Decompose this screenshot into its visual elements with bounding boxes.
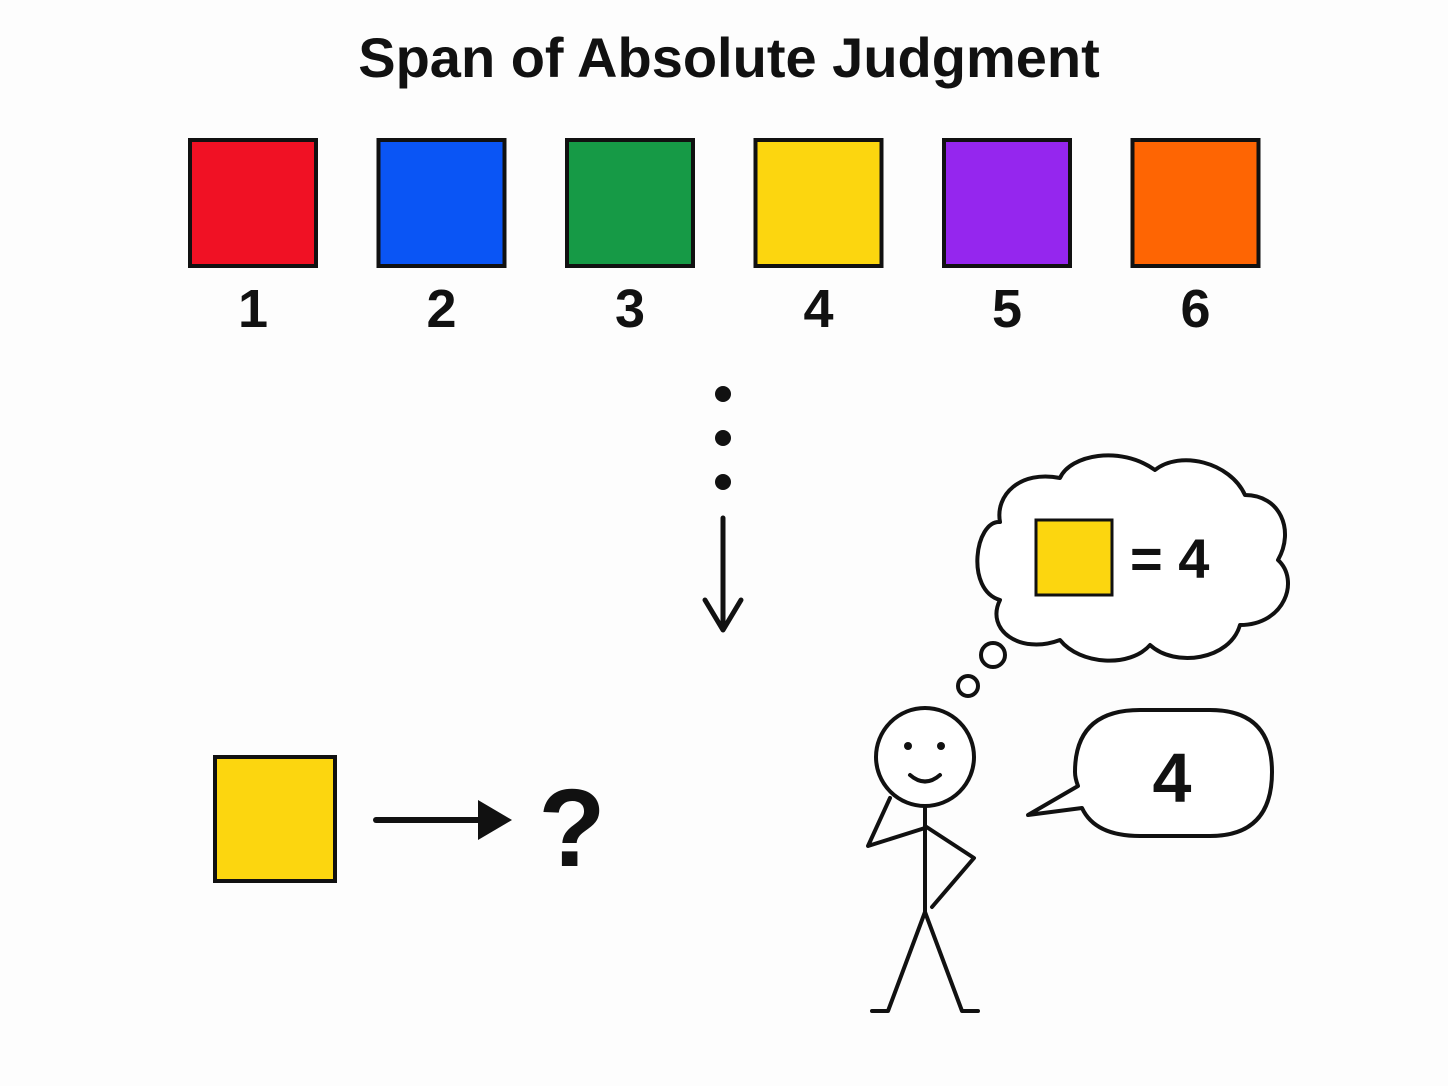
dotted-connector: [715, 386, 731, 490]
palette-swatch-1: [188, 138, 318, 268]
palette-label-4: 4: [803, 279, 833, 339]
figure-leg-right: [923, 910, 980, 1013]
figure-eye: [937, 742, 945, 750]
figure-leg-left: [870, 910, 927, 1013]
palette-label-5: 5: [992, 279, 1022, 339]
color-palette: 1 2 3 4 5 6: [188, 138, 1261, 339]
figure-head: [874, 706, 976, 808]
palette-label-1: 1: [238, 279, 268, 339]
connector-dot: [715, 474, 731, 490]
thought-cloud: = 4: [956, 453, 1290, 698]
palette-label-3: 3: [615, 279, 645, 339]
figure-arm-raised: [866, 796, 927, 848]
figure-arm-hip: [923, 824, 976, 909]
thought-bubble-dot: [979, 641, 1007, 669]
thought-bubble-dot: [956, 674, 980, 698]
palette-swatch-6: [1130, 138, 1261, 268]
thought-text: = 4: [1130, 527, 1209, 590]
diagram-title: Span of Absolute Judgment: [358, 26, 1099, 89]
stimulus-swatch: [213, 755, 337, 883]
palette-swatch-3: [565, 138, 695, 268]
palette-label-2: 2: [426, 279, 456, 339]
right-arrow-icon: [373, 800, 512, 840]
figure-eye: [904, 742, 912, 750]
thought-swatch: [1034, 518, 1114, 597]
palette-label-6: 6: [1180, 279, 1210, 339]
speech-text: 4: [1153, 739, 1192, 817]
palette-swatch-4: [753, 138, 884, 268]
stick-figure: [866, 706, 980, 1013]
down-arrow-icon: [702, 515, 744, 633]
palette-swatch-5: [942, 138, 1072, 268]
speech-bubble: 4: [1026, 708, 1274, 838]
figure-smile: [908, 773, 942, 784]
connector-dot: [715, 386, 731, 402]
question-mark: ?: [538, 767, 605, 890]
palette-swatch-2: [376, 138, 507, 268]
connector-dot: [715, 430, 731, 446]
